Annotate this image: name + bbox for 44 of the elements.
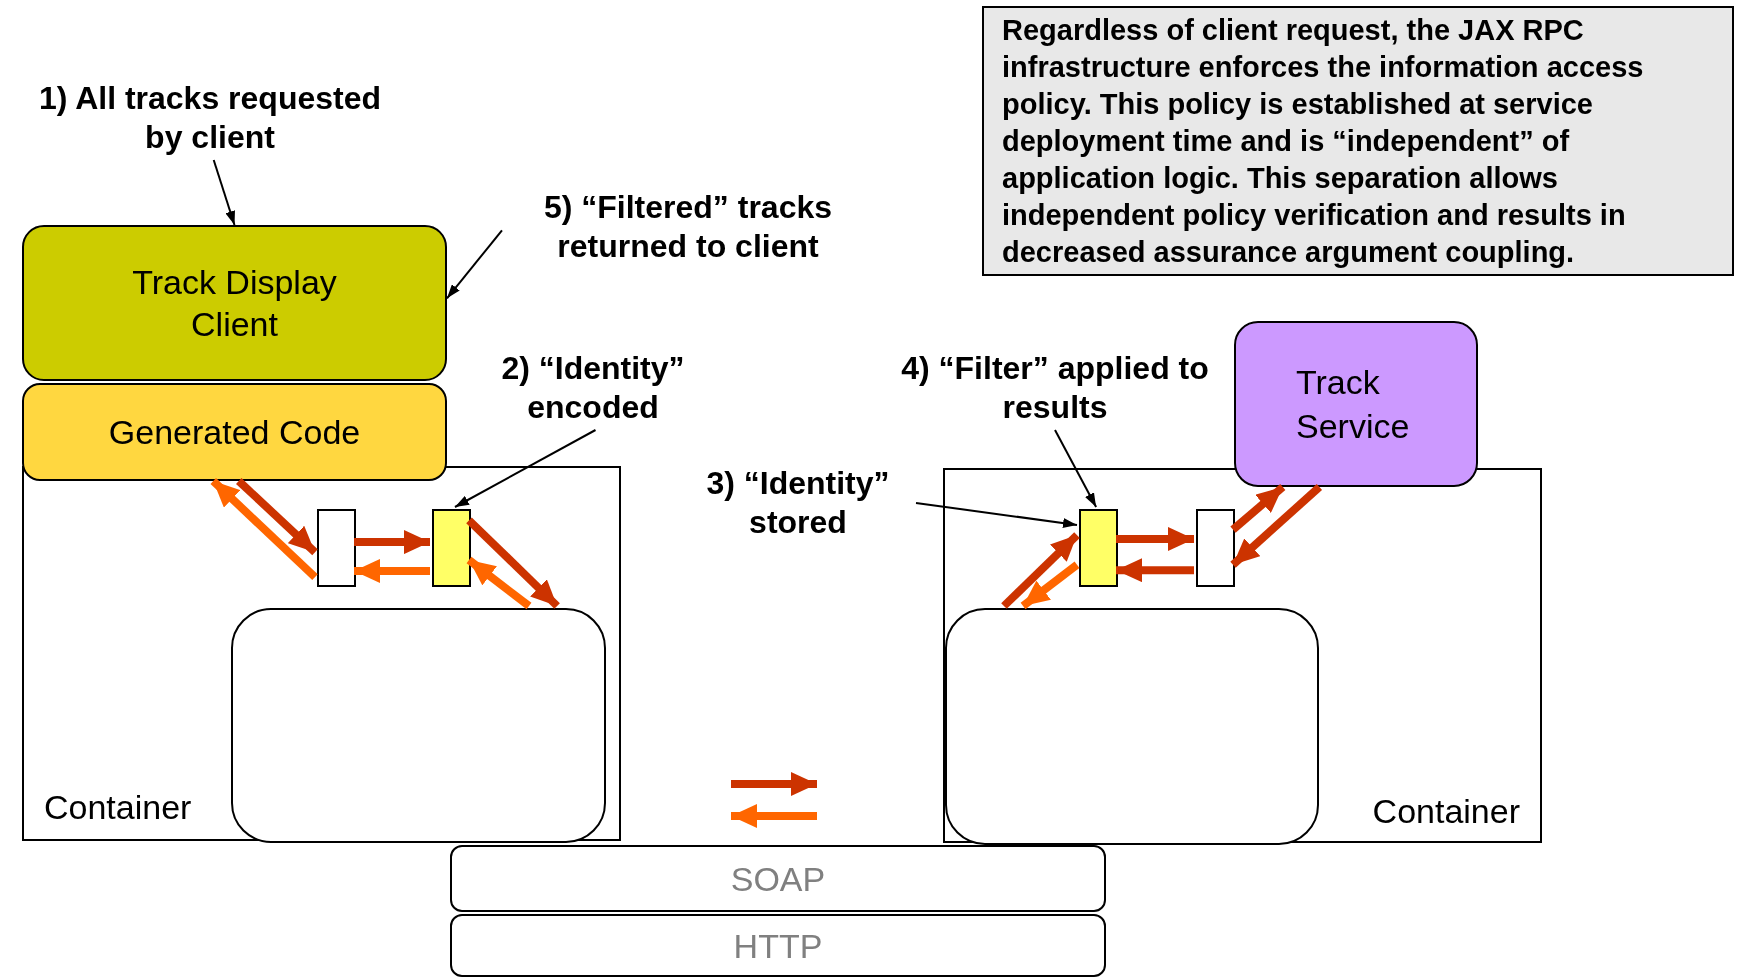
protocol-layer-box (450, 914, 1106, 977)
handler-box (1079, 509, 1118, 587)
step-label: 2) “Identity” encoded (500, 349, 686, 427)
flow-arrow (466, 517, 560, 609)
handler-box (1196, 509, 1235, 587)
box-label: Generated Code (108, 412, 361, 452)
component-box (231, 608, 606, 843)
step-label: 4) “Filter” applied to results (900, 349, 1210, 427)
code-layer-box (22, 383, 447, 481)
step-label: 3) “Identity” stored (705, 464, 891, 542)
box-label: Track Display Client (131, 262, 338, 345)
flow-arrow (354, 530, 430, 555)
box-label: Track Service (1296, 362, 1411, 447)
container-box (943, 468, 1542, 843)
flow-arrow (1020, 561, 1080, 610)
layer-label: SOAP (730, 858, 826, 899)
flow-arrow (210, 478, 318, 581)
layer-label: HTTP (733, 925, 823, 966)
step-label: 5) “Filtered” tracks returned to client (542, 188, 834, 266)
step-label: 1) All tracks requested by client (37, 79, 383, 157)
note-box (982, 6, 1734, 276)
service-box (1234, 321, 1478, 487)
flow-arrow (1001, 532, 1080, 609)
container-box (22, 466, 621, 841)
container-label: Container (1372, 791, 1520, 831)
leader-line (446, 229, 503, 300)
leader-line (915, 502, 1078, 528)
container-label: Container (44, 787, 192, 827)
leader-line (453, 429, 597, 508)
leader-line (212, 159, 236, 226)
handler-box (317, 509, 356, 587)
leader-line (1054, 429, 1098, 508)
flow-arrow (236, 478, 318, 556)
note-text: Regardless of client request, the JAX RPC infrastructure enforces the information access policy. This policy is established at service deployment time and is “independent” of application logic. This separation allows independent policy verification and results in decreased assurance argument coupling. (1002, 13, 1645, 270)
flow-arrow (1230, 484, 1323, 568)
flow-arrow (1230, 483, 1286, 533)
protocol-layer-box (450, 845, 1106, 912)
component-box (945, 608, 1319, 845)
flow-arrow (466, 556, 532, 610)
client-box (22, 225, 447, 381)
flow-arrow (354, 558, 430, 583)
handler-box (432, 509, 471, 587)
flow-arrow (1116, 527, 1194, 551)
flow-arrow (1116, 558, 1194, 583)
